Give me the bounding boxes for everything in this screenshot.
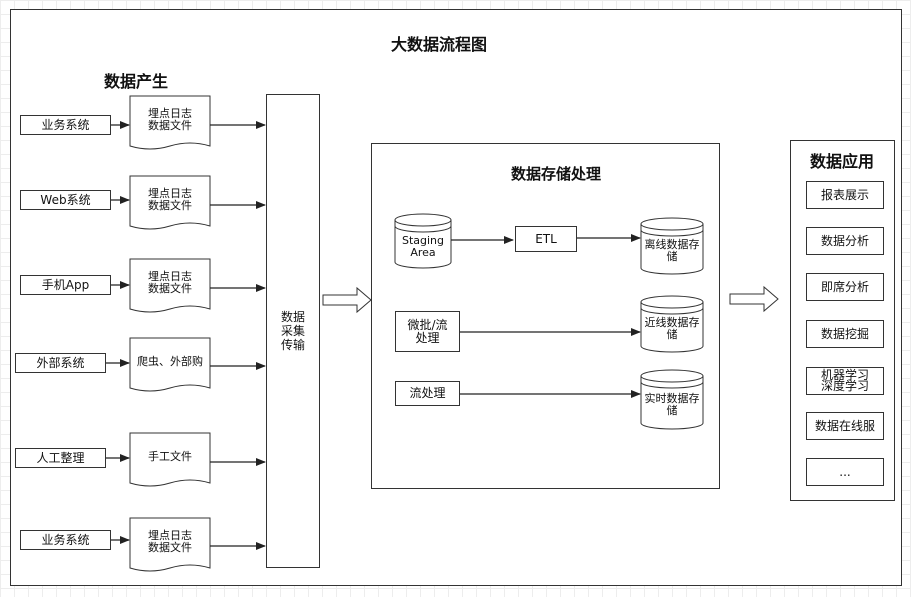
- collection-box: 数据 采集 传输: [266, 94, 320, 568]
- app-item: 报表展示: [806, 181, 884, 209]
- batch-process-box: 微批/流 处理: [395, 311, 460, 352]
- nearline-store-cylinder: [640, 295, 704, 353]
- source-box: 外部系统: [15, 353, 106, 373]
- document-shape: [129, 258, 211, 313]
- document-shape: [129, 337, 211, 392]
- diagram-title: 大数据流程图: [391, 35, 488, 54]
- document-shape: [129, 175, 211, 230]
- source-box: 手机App: [20, 275, 111, 295]
- staging-cylinder: [394, 213, 452, 269]
- document-shape: [129, 517, 211, 572]
- app-item: 即席分析: [806, 273, 884, 301]
- realtime-store-cylinder: [640, 369, 704, 430]
- offline-store-cylinder: [640, 217, 704, 275]
- storage-title: 数据存储处理: [511, 165, 602, 183]
- stream-process-box: 流处理: [395, 381, 460, 406]
- application-title: 数据应用: [810, 152, 875, 171]
- generation-title: 数据产生: [104, 72, 169, 91]
- source-box: Web系统: [20, 190, 111, 210]
- app-item: 数据挖掘: [806, 320, 884, 348]
- document-shape: [129, 432, 211, 487]
- source-box: 业务系统: [20, 115, 111, 135]
- flow-arrow: [322, 286, 372, 314]
- source-box: 业务系统: [20, 530, 111, 550]
- source-box: 人工整理: [15, 448, 106, 468]
- document-shape: [129, 95, 211, 150]
- etl-box: ETL: [515, 226, 577, 252]
- app-item: 数据分析: [806, 227, 884, 255]
- app-item: 数据在线服: [806, 412, 884, 440]
- app-item: 机器学习 深度学习: [806, 367, 884, 395]
- flow-arrow: [729, 285, 779, 313]
- app-item: ...: [806, 458, 884, 486]
